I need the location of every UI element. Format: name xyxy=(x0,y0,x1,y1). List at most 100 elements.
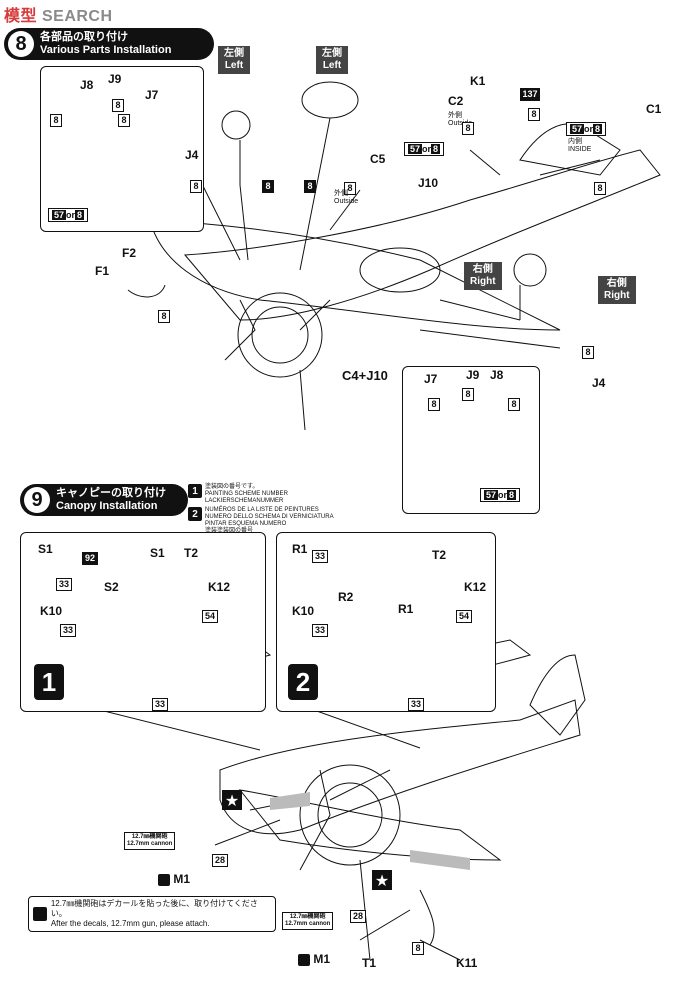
step9-title-en: Canopy Installation xyxy=(56,500,158,512)
p2-code-33: 33 xyxy=(312,546,328,564)
code-8-j4-bottom: 8 xyxy=(582,342,594,360)
note-jp: 12.7㎜機関砲はデカールを貼った後に、取り付けてください。 xyxy=(50,899,258,918)
step9-title-jp: キャノピーの取り付け xyxy=(56,487,166,499)
code-8-k11: 8 xyxy=(412,938,424,956)
legend-item-1: 1 塗装図の番号です。 PAINTING SCHEME NUMBER LACKI… xyxy=(188,484,334,505)
p1-code-33b: 33 xyxy=(60,620,76,638)
code-8-j4: 8 xyxy=(190,176,202,194)
step9-tail xyxy=(529,654,586,736)
step8-propeller xyxy=(224,299,331,431)
label-c4-j10: C4+J10 xyxy=(342,368,388,383)
p1-label-s1b: S1 xyxy=(150,546,165,560)
cannon2-label: M1 xyxy=(298,952,330,966)
cannon1-code: 28 xyxy=(212,850,228,868)
paint-scheme-legend: 1 塗装図の番号です。 PAINTING SCHEME NUMBER LACKI… xyxy=(188,484,334,535)
label-j8b: J8 xyxy=(490,368,504,382)
step8-inset-left xyxy=(40,66,204,232)
code-137: 137 xyxy=(520,84,540,102)
label-c1: C1 xyxy=(646,102,662,116)
step9-cowling xyxy=(299,764,401,866)
label-f2: F2 xyxy=(122,246,137,260)
cannon2-code: 28 xyxy=(350,906,366,924)
step8-wheel-right xyxy=(513,253,547,287)
label-j7b: J7 xyxy=(424,372,438,386)
code-8-j7b: 8 xyxy=(428,394,440,412)
p1-label-t2: T2 xyxy=(184,546,199,560)
step8-fuselage xyxy=(183,149,661,321)
code-8-c1: 8 xyxy=(594,178,606,196)
label-t1: T1 xyxy=(362,956,377,970)
step8-drop-tank-right xyxy=(359,247,441,293)
step9-number: 9 xyxy=(24,487,50,513)
legend-item-2: 2 NUMÉROS DE LA LISTE DE PEINTURES NUMER… xyxy=(188,507,334,535)
p2-code-33c: 33 xyxy=(408,694,424,712)
label-f1: F1 xyxy=(95,264,110,278)
watermark-logo: 模型 SEARCH xyxy=(4,2,113,26)
p2-label-r2: R2 xyxy=(338,590,354,604)
step8-title-jp: 各部品の取り付け xyxy=(40,31,128,43)
p1-variant-mark: 1 xyxy=(34,664,64,700)
p2-label-r1: R1 xyxy=(292,542,308,556)
decal-note: 12.7㎜機関砲はデカールを貼った後に、取り付けてください。 After the… xyxy=(28,896,276,932)
code-8-j7: 8 xyxy=(118,110,130,128)
p1-label-s2: S2 xyxy=(104,580,119,594)
p1-code-33c: 33 xyxy=(152,694,168,712)
code-8-inv-2: 8 xyxy=(304,176,316,194)
code-8-j9: 8 xyxy=(112,95,124,113)
p2-label-k10: K10 xyxy=(292,604,315,618)
p1-code-33: 33 xyxy=(56,574,72,592)
p2-code-54: 54 xyxy=(456,606,472,624)
p1-label-s1: S1 xyxy=(38,542,53,556)
code-8-c2: 8 xyxy=(462,118,474,136)
star-decal-marker-1: ★ xyxy=(222,790,242,810)
p2-label-k12: K12 xyxy=(464,580,487,594)
step9-fuselage xyxy=(219,699,581,835)
p2-variant-mark: 2 xyxy=(288,664,318,700)
star-decal-marker-2: ★ xyxy=(372,870,392,890)
label-j8: J8 xyxy=(80,78,94,92)
code-8-j8: 8 xyxy=(50,110,62,128)
label-j4-top: J4 xyxy=(185,148,199,162)
p2-label-r1b: R1 xyxy=(398,602,414,616)
paint-brush-icon xyxy=(33,907,47,921)
step8-wheel-left xyxy=(221,110,251,140)
label-c5: C5 xyxy=(370,152,386,166)
code-8-j8b: 8 xyxy=(508,394,520,412)
step8-wing xyxy=(149,219,561,331)
p2-code-33b: 33 xyxy=(312,620,328,638)
code-8-inv-1: 8 xyxy=(262,176,274,194)
watermark-part2: SEARCH xyxy=(41,8,113,25)
step8-tail xyxy=(519,123,621,176)
step8-header: 8 各部品の取り付け Various Parts Installation xyxy=(4,28,214,60)
label-j4-bottom: J4 xyxy=(592,376,606,390)
note-en: After the decals, 12.7mm gun, please att… xyxy=(50,919,210,928)
code-8-f: 8 xyxy=(158,306,170,324)
label-j9b: J9 xyxy=(466,368,480,382)
code-8-k1: 8 xyxy=(528,104,540,122)
p1-label-k10: K10 xyxy=(40,604,63,618)
label-k1: K1 xyxy=(470,74,486,88)
step9-header: 9 キャノピーの取り付け Canopy Installation xyxy=(20,484,188,516)
code-8-c5: 8 xyxy=(344,178,356,196)
p1-code-92: 92 xyxy=(82,548,98,566)
watermark-part1: 模型 xyxy=(4,8,38,25)
label-j9: J9 xyxy=(108,72,122,86)
step8-cowling xyxy=(237,292,323,378)
label-k11: K11 xyxy=(456,956,478,970)
label-c2: C2 xyxy=(448,94,464,108)
cannon1-label: M1 xyxy=(158,872,190,886)
step8-drop-tank-left xyxy=(301,81,359,119)
brush-icon xyxy=(298,953,310,966)
p1-code-54: 54 xyxy=(202,606,218,624)
